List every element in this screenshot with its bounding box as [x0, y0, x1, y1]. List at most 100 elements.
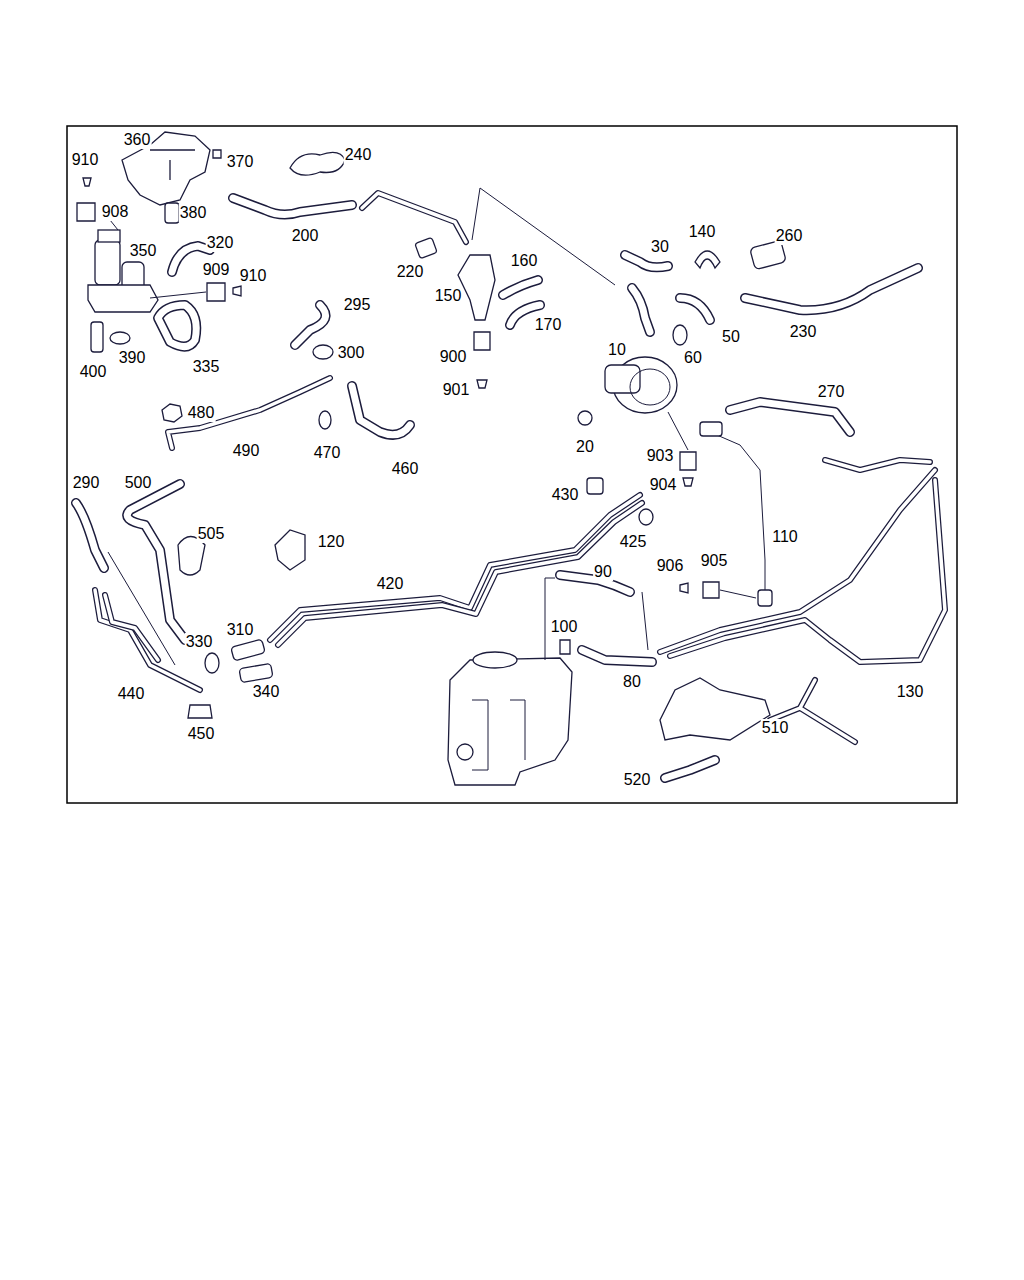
callout-number: 320: [206, 234, 235, 252]
tube-inner: [625, 255, 668, 267]
tube-inner: [632, 288, 650, 332]
hose: [665, 760, 715, 778]
leader-line: [110, 188, 615, 298]
tube-inner: [295, 305, 326, 345]
callout-number: 290: [72, 474, 101, 492]
connector: [207, 283, 225, 301]
pipe: [105, 595, 158, 660]
hose: [127, 484, 185, 640]
callout-number: 500: [124, 474, 153, 492]
sensor-wire: [710, 432, 765, 595]
tube-inner: [745, 268, 918, 310]
bolt: [587, 478, 603, 494]
nut: [578, 411, 592, 425]
callout-number: 170: [534, 316, 563, 334]
tank-cap: [473, 652, 517, 668]
hose: [76, 503, 104, 568]
callout-number: 220: [396, 263, 425, 281]
tube-inner: [233, 198, 352, 215]
tube-inner: [76, 503, 104, 568]
washer: [110, 332, 130, 344]
pin: [233, 286, 241, 296]
callout-number: 490: [232, 442, 261, 460]
clamp: [275, 530, 305, 570]
callout-number: 340: [252, 683, 281, 701]
bush: [165, 203, 179, 223]
callout-number: 510: [761, 719, 790, 737]
callout-number: 90: [593, 563, 613, 581]
hose: [352, 386, 410, 435]
clamp: [313, 345, 333, 359]
callout-number: 20: [575, 438, 595, 456]
tube-inner: [362, 193, 466, 242]
hose: [295, 305, 326, 345]
tube: [415, 237, 437, 258]
callout-number: 130: [896, 683, 925, 701]
callout-number: 110: [771, 528, 799, 546]
pipe: [825, 460, 930, 470]
callout-number: 120: [317, 533, 346, 551]
tube-inner: [278, 503, 642, 645]
callout-number: 335: [192, 358, 221, 376]
callout-number: 903: [646, 447, 675, 465]
tube-inner: [503, 280, 538, 295]
callout-number: 350: [129, 242, 158, 260]
coolant-pipe-assembly: [660, 678, 770, 740]
bracket: [122, 132, 210, 205]
tube-inner: [730, 402, 850, 432]
callout-number: 905: [700, 552, 729, 570]
callout-number: 904: [649, 476, 678, 494]
tank-ribs: [472, 700, 525, 770]
clamp: [673, 325, 687, 345]
valve-base: [88, 285, 158, 312]
callout-number: 300: [337, 344, 366, 362]
callout-number: 460: [391, 460, 420, 478]
pipe: [278, 503, 642, 645]
pin: [83, 178, 91, 186]
clamp: [205, 653, 219, 673]
screw: [213, 150, 221, 158]
callout-number: 450: [187, 725, 216, 743]
callout-number: 390: [118, 349, 147, 367]
thermostat-valve: [458, 255, 495, 320]
water-pump-inlet: [605, 365, 640, 393]
hose: [680, 298, 710, 320]
nut: [162, 404, 182, 422]
leader-line: [720, 590, 756, 598]
clamp: [695, 251, 720, 268]
pipe: [670, 480, 945, 662]
callout-number: 480: [187, 404, 216, 422]
callout-number: 520: [623, 771, 652, 789]
tank-port: [457, 744, 473, 760]
wire-plug: [700, 422, 722, 436]
tube-inner: [582, 650, 652, 662]
callout-number: 295: [343, 296, 372, 314]
callout-number: 900: [439, 348, 468, 366]
connector-tube: [231, 639, 266, 661]
callout-number: 370: [226, 153, 255, 171]
callout-number: 140: [688, 223, 717, 241]
callout-number: 200: [291, 227, 320, 245]
leader-line: [668, 412, 688, 450]
hose: [632, 288, 650, 332]
connector: [703, 582, 719, 598]
callout-number: 430: [551, 486, 580, 504]
callout-number: 425: [619, 533, 648, 551]
connector: [474, 332, 490, 350]
hose: [582, 650, 652, 662]
pump-cover: [630, 369, 670, 405]
callout-number: 420: [376, 575, 405, 593]
callout-number: 380: [179, 204, 208, 222]
connector: [77, 203, 95, 221]
callout-number: 400: [79, 363, 108, 381]
callout-number: 230: [789, 323, 818, 341]
expansion-tank: [448, 658, 572, 785]
hose: [745, 268, 918, 310]
wire-plug: [758, 590, 772, 606]
callout-number: 908: [101, 203, 130, 221]
callout-number: 60: [683, 349, 703, 367]
tube-inner: [105, 595, 158, 660]
callout-number: 440: [117, 685, 146, 703]
callout-number: 470: [313, 444, 342, 462]
